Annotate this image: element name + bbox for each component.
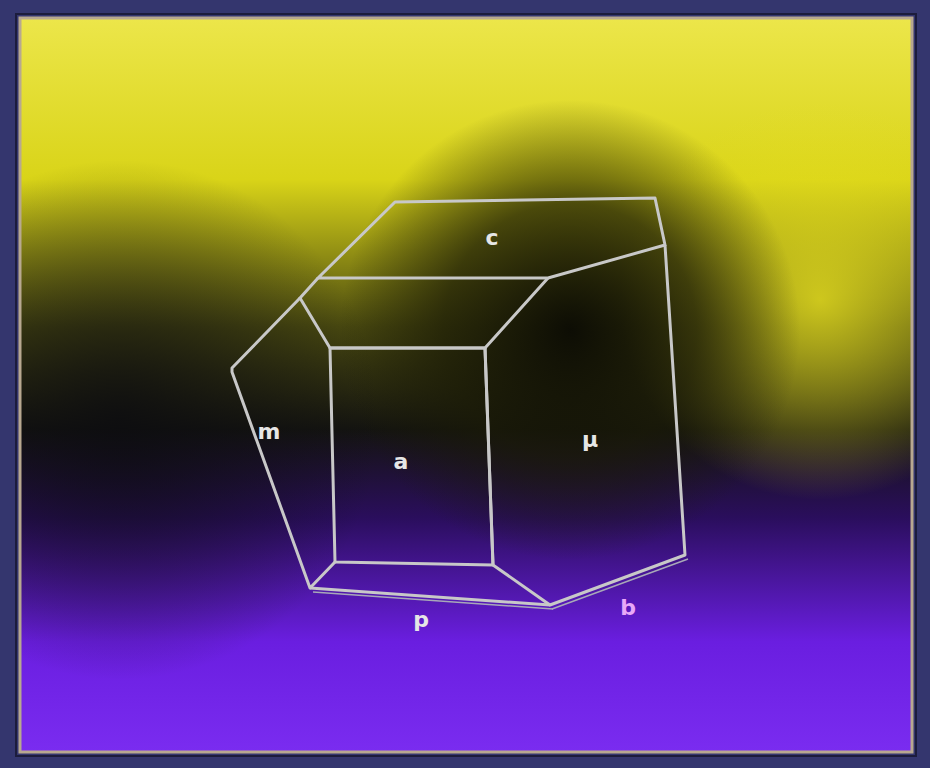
face-label: μ bbox=[582, 429, 598, 451]
face-label: p bbox=[413, 609, 429, 631]
face-label: b bbox=[620, 597, 636, 619]
face-label: m bbox=[258, 421, 281, 443]
face-label: a bbox=[394, 451, 409, 473]
face-label: c bbox=[485, 227, 498, 249]
